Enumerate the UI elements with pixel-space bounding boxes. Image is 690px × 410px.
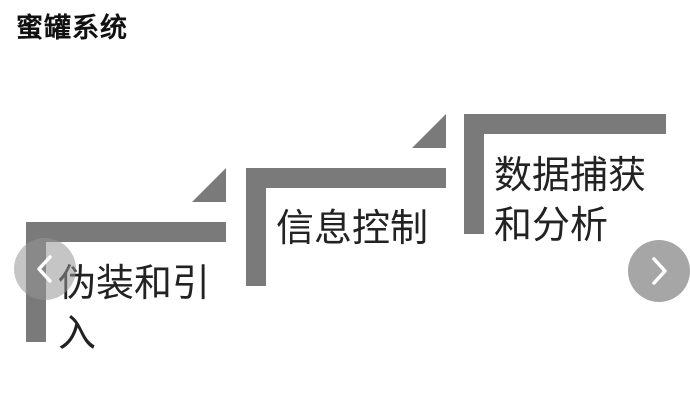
step-1-top-bar	[26, 222, 226, 242]
step-label-data-capture-and-analysis: 数据捕获和分析	[494, 153, 647, 247]
step-2-top-bar	[246, 168, 446, 188]
step-2-left-bar	[246, 168, 266, 286]
step-3-left-bar	[464, 114, 484, 234]
step-label-disguise-and-lure: 伪装和引入	[58, 261, 211, 355]
step-label-information-control: 信息控制	[276, 206, 429, 250]
step-2-shape	[246, 114, 446, 286]
chevron-right-icon	[652, 257, 667, 285]
step-3-shape	[464, 114, 666, 234]
step-2-corner-triangle	[412, 114, 446, 148]
carousel-prev-button[interactable]	[14, 238, 76, 300]
step-3-top-bar	[464, 114, 666, 134]
chevron-left-icon	[37, 255, 52, 283]
page-title: 蜜罐系统	[16, 13, 128, 44]
step-1-corner-triangle	[192, 168, 226, 202]
carousel-next-button[interactable]	[628, 240, 690, 302]
